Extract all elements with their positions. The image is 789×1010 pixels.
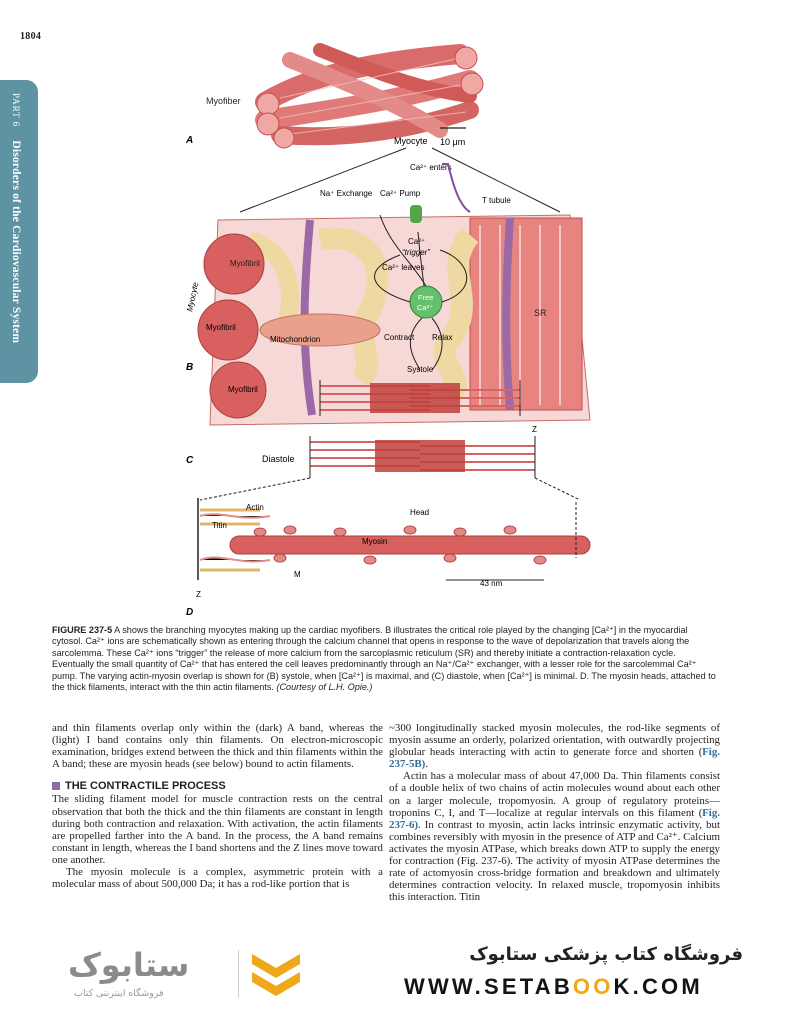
calcium-channel <box>410 205 422 223</box>
myofiber-bundle <box>255 43 484 149</box>
panel-label-b: B <box>186 362 193 373</box>
section-heading-text: THE CONTRACTILE PROCESS <box>65 780 226 793</box>
ad-logo: ستابوک <box>68 947 190 983</box>
chevron-logo-icon <box>252 954 300 996</box>
ad-divider <box>238 950 239 998</box>
panel-label-d: D <box>186 607 193 618</box>
page-fade <box>0 908 789 922</box>
label-diastole: Diastole <box>262 454 295 464</box>
caption-credit: (Courtesy of L.H. Opie.) <box>276 682 373 693</box>
label-myofibril-1: Myofibril <box>230 259 260 268</box>
figure-ref-237-6[interactable]: (Fig. 237-6) <box>389 806 720 831</box>
myocyte-cell <box>197 214 591 426</box>
section-heading: THE CONTRACTILE PROCESS <box>52 780 383 792</box>
label-free-ca-2: Ca²⁺ <box>417 303 433 312</box>
label-scale: 10 μm <box>440 137 465 147</box>
label-ca-enters: Ca²⁺ enters <box>410 163 452 172</box>
advertisement-banner <box>0 922 789 1010</box>
diastole-sarcomere <box>309 436 536 478</box>
right-paragraph-2-text: Actin has a molecular mass of about 47,0… <box>389 770 720 819</box>
label-ca-pump: Ca²⁺ Pump <box>380 189 421 198</box>
panel-label-c: C <box>186 455 194 466</box>
label-z-top: Z <box>532 425 537 434</box>
zoom-line-right <box>431 147 561 213</box>
section-side-label: PART 6 Disorders of the Cardiovascular S… <box>10 93 22 343</box>
figure-illustration: Myofiber A Myocyte 10 μm Myofibril Myofi… <box>185 43 591 618</box>
ad-url-part-1: WWW.SETAB <box>404 974 573 999</box>
free-calcium-node <box>409 285 443 319</box>
label-contract: Contract <box>384 333 415 342</box>
left-paragraph-3: The myosin molecule is a complex, asymme… <box>52 866 383 891</box>
label-ca-leaves: Ca²⁺ leaves <box>382 263 424 272</box>
label-ca-trigger-1: Ca²⁺ <box>408 237 425 246</box>
left-paragraph-2: The sliding filament model for muscle co… <box>52 793 383 866</box>
label-systole: Systole <box>407 365 434 374</box>
label-titin: Titin <box>212 521 227 530</box>
systole-sarcomere <box>319 380 521 416</box>
label-myofiber: Myofiber <box>206 96 241 106</box>
section-title: Disorders of the Cardiovascular System <box>10 140 22 344</box>
label-head: Head <box>410 508 429 517</box>
label-relax: Relax <box>432 333 452 342</box>
ad-title: فروشگاه کتاب پزشکی ستابوک <box>469 944 743 965</box>
ad-url-part-2: K.COM <box>613 974 703 999</box>
label-myofibril-3: Myofibril <box>228 385 258 394</box>
zoom-line-left <box>239 147 407 213</box>
ad-url-highlight: OO <box>572 974 614 999</box>
label-na-exchange: Na⁺ Exchange <box>320 189 373 198</box>
section-side-tab <box>0 80 38 383</box>
ad-url[interactable]: WWW.SETABOOK.COM <box>404 974 703 1000</box>
figure-ref-237-5b[interactable]: (Fig. 237-5B) <box>389 746 720 771</box>
left-text-column: and thin filaments overlap only within t… <box>52 722 383 890</box>
action-potential-trace <box>442 163 471 213</box>
heading-square-icon <box>52 782 60 791</box>
right-paragraph-2-rest: . In contrast to myosin, actin lacks int… <box>389 818 720 904</box>
left-paragraph-1: and thin filaments overlap only within t… <box>52 722 383 771</box>
right-paragraph-2: Actin has a molecular mass of about 47,0… <box>389 770 720 903</box>
zoom-line-c-right <box>534 477 581 501</box>
label-myocyte: Myocyte <box>394 136 428 146</box>
ad-logo-subtitle: فروشگاه اینترنتی کتاب <box>74 988 164 999</box>
label-myocyte-b: Myocyte <box>185 281 200 313</box>
right-paragraph-1-end: . <box>425 758 429 771</box>
label-sr: SR <box>534 308 547 318</box>
label-mitochondrion: Mitochondrion <box>270 335 320 344</box>
label-actin: Actin <box>246 503 264 512</box>
right-text-column: ~300 longitudinally stacked myosin molec… <box>389 722 720 903</box>
caption-body: A shows the branching myocytes making up… <box>52 625 716 693</box>
calcium-cycle-arrows <box>374 214 468 371</box>
right-paragraph-1: ~300 longitudinally stacked myosin molec… <box>389 722 720 770</box>
label-t-tubule: T tubule <box>482 196 511 205</box>
actin-myosin-detail <box>197 498 591 580</box>
label-ca-trigger-2: “trigger” <box>402 248 430 257</box>
label-m: M <box>294 570 301 579</box>
caption-lead: FIGURE 237-5 <box>52 625 113 635</box>
panel-label-a: A <box>185 135 193 146</box>
page-number: 1804 <box>20 31 42 42</box>
zoom-line-c-left <box>199 477 311 501</box>
label-free-ca-1: Free <box>418 293 433 302</box>
label-myosin: Myosin <box>362 537 387 546</box>
figure-237-5: Myofiber A Myocyte 10 μm Myofibril Myofi… <box>170 40 610 620</box>
right-paragraph-1-text: ~300 longitudinally stacked myosin molec… <box>389 722 720 759</box>
label-z-bottom: Z <box>196 590 201 599</box>
figure-caption: FIGURE 237-5 A shows the branching myocy… <box>52 625 720 693</box>
label-nm: 43 nm <box>480 579 503 588</box>
part-label: PART 6 <box>11 93 21 128</box>
label-myofibril-2: Myofibril <box>206 323 236 332</box>
